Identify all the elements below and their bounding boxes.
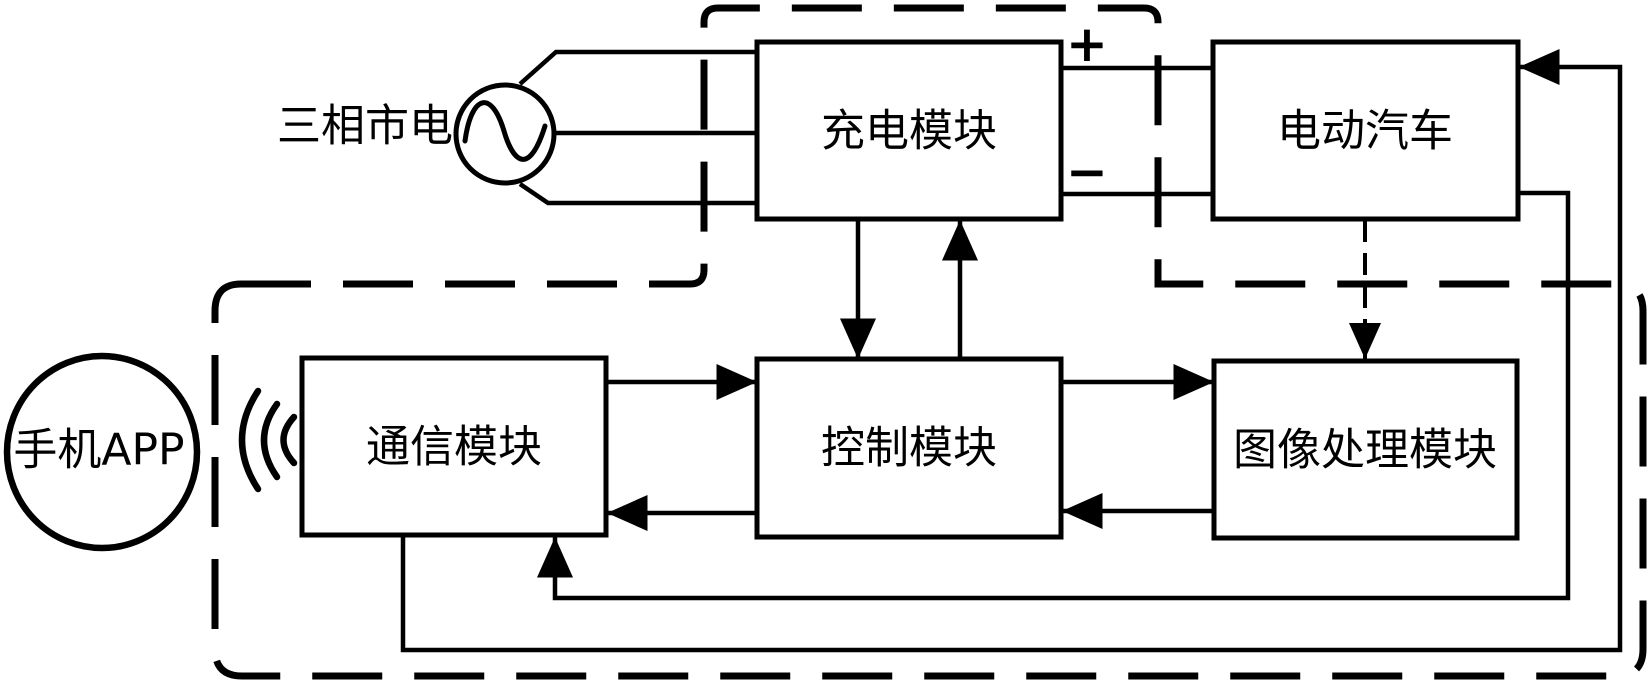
control-module-box	[754, 356, 1064, 540]
phone-app-label: 手机APP	[13, 425, 184, 476]
charging-module-box	[754, 39, 1064, 222]
edge-comm-to-ev	[400, 49, 1623, 653]
node-ev: 电动汽车	[1210, 39, 1521, 222]
ev-label: 电动汽车	[1277, 106, 1453, 157]
charging-pile-dashed-boundary	[211, 4, 1647, 680]
phone-app-circle	[3, 352, 201, 552]
edge-ev-to-comm	[537, 190, 1571, 601]
edge-mains-to-charging-wire1	[518, 49, 757, 86]
wireless-signal-icon	[238, 387, 298, 493]
image-processing-module-label: 图像处理模块	[1233, 425, 1497, 476]
ac-sine-wave-icon	[462, 100, 548, 162]
control-module-label: 控制模块	[821, 423, 997, 474]
charging-module-label: 充电模块	[821, 106, 997, 157]
ev-box	[1210, 39, 1521, 222]
positive-terminal-label: +	[1066, 15, 1108, 73]
mains-label: 三相市电	[277, 101, 453, 152]
node-control-module: 控制模块	[754, 356, 1064, 540]
negative-terminal-label: −	[1066, 143, 1108, 201]
comm-module-box	[299, 355, 609, 538]
edge-mains-to-charging-wire3	[518, 182, 757, 206]
node-comm-module: 通信模块	[299, 355, 609, 538]
image-processing-module-box	[1211, 358, 1520, 541]
comm-module-label: 通信模块	[366, 422, 542, 473]
node-charging-module: 充电模块	[754, 39, 1064, 222]
node-image-processing-module: 图像处理模块	[1211, 358, 1520, 541]
